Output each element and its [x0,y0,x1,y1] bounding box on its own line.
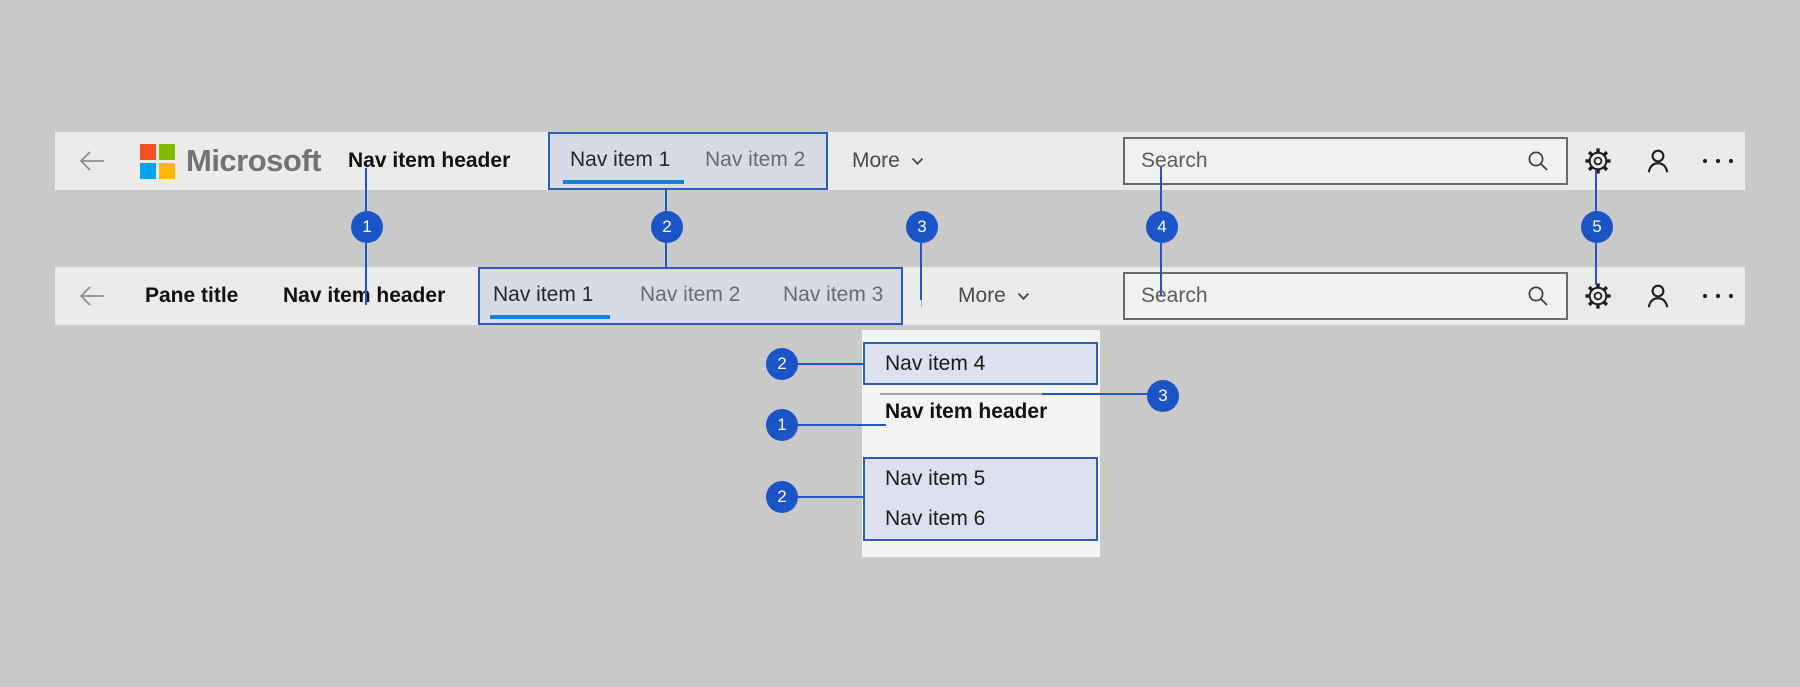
pane-app-bar: Pane title Nav item header Nav item 1 Na… [55,267,1745,325]
flyout-item-group-bottom: Nav item 5 Nav item 6 [863,457,1098,541]
search-box [1123,272,1568,320]
top-app-bar: Microsoft Nav item header Nav item 1 Nav… [55,132,1745,190]
callout-badge-flyout-item4: 2 [766,348,798,380]
back-arrow-icon [77,284,107,308]
flyout-nav-item-6[interactable]: Nav item 6 [885,507,986,530]
more-label: More [852,149,900,172]
flyout-item-group-top: Nav item 4 [863,342,1098,385]
account-button[interactable] [1636,132,1680,190]
more-menu-button[interactable]: More [958,267,1030,325]
overflow-menu-button[interactable] [1696,267,1740,325]
callout-line [798,363,863,365]
callout-line [798,496,863,498]
nav-item-header: Nav item header [348,149,511,172]
callout-badge-3: 3 [906,211,938,243]
account-button[interactable] [1636,267,1680,325]
search-input[interactable] [1125,284,1518,308]
nav-items-highlight-box: Nav item 1 Nav item 2 Nav item 3 [478,267,903,325]
callout-line [665,243,667,268]
callout-badge-flyout-divider: 3 [1147,380,1179,412]
callout-line [920,243,922,300]
settings-button[interactable] [1576,132,1620,190]
callout-line [1042,393,1147,395]
callout-line [1160,243,1162,296]
nav-item-1[interactable]: Nav item 1 [570,148,671,171]
nav-item-2[interactable]: Nav item 2 [705,148,806,171]
search-icon[interactable] [1526,149,1550,173]
callout-line [365,168,367,211]
nav-item-2[interactable]: Nav item 2 [640,283,741,306]
overflow-menu-button[interactable] [1696,132,1740,190]
search-input[interactable] [1125,149,1518,173]
back-arrow-icon [77,149,107,173]
callout-line [1595,243,1597,285]
nav-item-3[interactable]: Nav item 3 [783,283,884,306]
back-button[interactable] [70,267,114,325]
ellipsis-icon [1701,157,1735,165]
callout-badge-4: 4 [1146,211,1178,243]
nav-item-1[interactable]: Nav item 1 [493,283,594,306]
chevron-down-icon [911,157,924,166]
callout-badge-flyout-header: 1 [766,409,798,441]
callout-line [665,189,667,211]
callout-line [1160,167,1162,211]
ellipsis-icon [1701,292,1735,300]
selected-underline [490,315,610,319]
more-label: More [958,284,1006,307]
microsoft-logo-icon [140,143,175,179]
more-flyout-menu: Nav item 4 Nav item header Nav item 5 Na… [862,330,1100,557]
callout-badge-1: 1 [351,211,383,243]
settings-button[interactable] [1576,267,1620,325]
person-icon [1643,281,1673,311]
callout-line [1595,170,1597,211]
nav-item-header: Nav item header [283,284,446,307]
callout-badge-5: 5 [1581,211,1613,243]
callout-line [365,243,367,305]
microsoft-logo-text: Microsoft [186,143,322,178]
back-button[interactable] [70,132,114,190]
person-icon [1643,146,1673,176]
microsoft-logo[interactable]: Microsoft [140,132,322,190]
flyout-nav-item-header: Nav item header [885,400,1048,423]
search-icon[interactable] [1526,284,1550,308]
selected-underline [563,180,684,184]
nav-items-highlight-box: Nav item 1 Nav item 2 [548,132,828,190]
callout-badge-flyout-items: 2 [766,481,798,513]
more-menu-button[interactable]: More [852,132,924,190]
callout-badge-2: 2 [651,211,683,243]
flyout-nav-item-5[interactable]: Nav item 5 [885,467,986,490]
chevron-down-icon [1017,292,1030,301]
gear-icon [1583,146,1613,176]
flyout-nav-item-4[interactable]: Nav item 4 [885,351,986,375]
gear-icon [1583,281,1613,311]
callout-line [798,424,886,426]
pane-title: Pane title [145,284,239,307]
flyout-separator [880,393,1042,395]
search-box [1123,137,1568,185]
